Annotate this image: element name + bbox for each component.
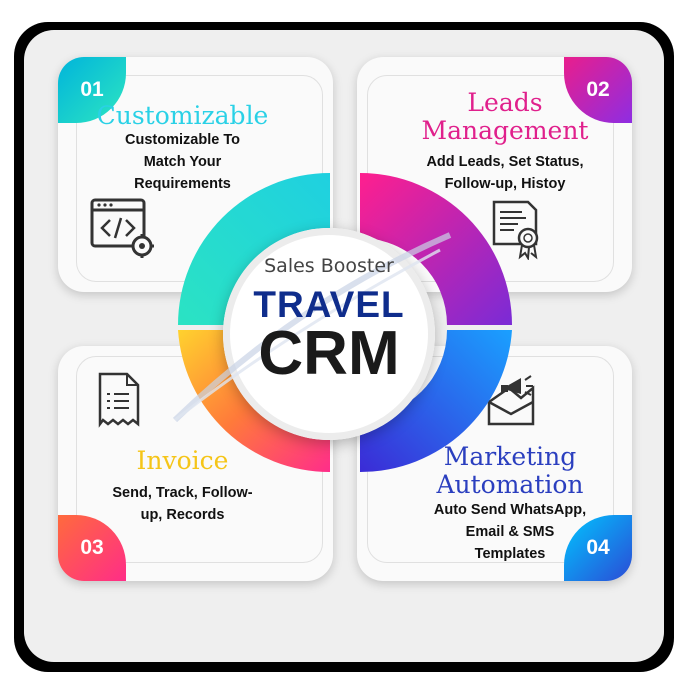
card-title-invoice: Invoice bbox=[136, 446, 229, 475]
ring-segment-magenta bbox=[360, 173, 512, 325]
center-title-travel: TRAVEL bbox=[253, 284, 405, 325]
desc-line: Add Leads, Set Status, bbox=[426, 154, 584, 170]
title-line: Leads bbox=[467, 88, 543, 117]
title-line: Automation bbox=[436, 470, 584, 499]
ring-segment-blue bbox=[360, 330, 512, 473]
desc-line: Auto Send WhatsApp, bbox=[433, 502, 587, 518]
ring-segment-teal bbox=[178, 173, 330, 325]
title-line: Management bbox=[421, 116, 589, 145]
center-subtitle: Sales Booster bbox=[264, 255, 394, 277]
card-title-leads: Leads Management bbox=[405, 89, 605, 145]
card-desc-leads: Add Leads, Set Status, Follow-up, Histoy bbox=[405, 151, 605, 195]
desc-line: Match Your bbox=[143, 154, 222, 170]
desc-line: Templates bbox=[474, 546, 546, 562]
code-window-gear-icon bbox=[90, 198, 154, 258]
desc-line: Follow-up, Histoy bbox=[444, 176, 566, 192]
desc-line: up, Records bbox=[140, 507, 225, 523]
certificate-icon bbox=[492, 200, 539, 260]
card-desc-marketing: Auto Send WhatsApp, Email & SMS Template… bbox=[405, 499, 615, 565]
center-circle bbox=[223, 228, 435, 440]
card-desc-customizable: Customizable To Match Your Requirements bbox=[85, 129, 280, 195]
title-line: Marketing bbox=[443, 442, 577, 471]
card-desc-invoice: Send, Track, Follow- up, Records bbox=[85, 482, 280, 526]
card-title-marketing: Marketing Automation bbox=[405, 443, 615, 499]
desc-line: Customizable To bbox=[125, 132, 240, 148]
megaphone-envelope-icon bbox=[487, 375, 535, 426]
desc-line: Send, Track, Follow- bbox=[112, 485, 253, 501]
receipt-icon bbox=[98, 372, 140, 428]
desc-line: Email & SMS bbox=[465, 524, 555, 540]
card-title-customizable: Customizable bbox=[96, 101, 269, 130]
center-title-crm: CRM bbox=[258, 319, 400, 388]
desc-line: Requirements bbox=[134, 176, 231, 192]
